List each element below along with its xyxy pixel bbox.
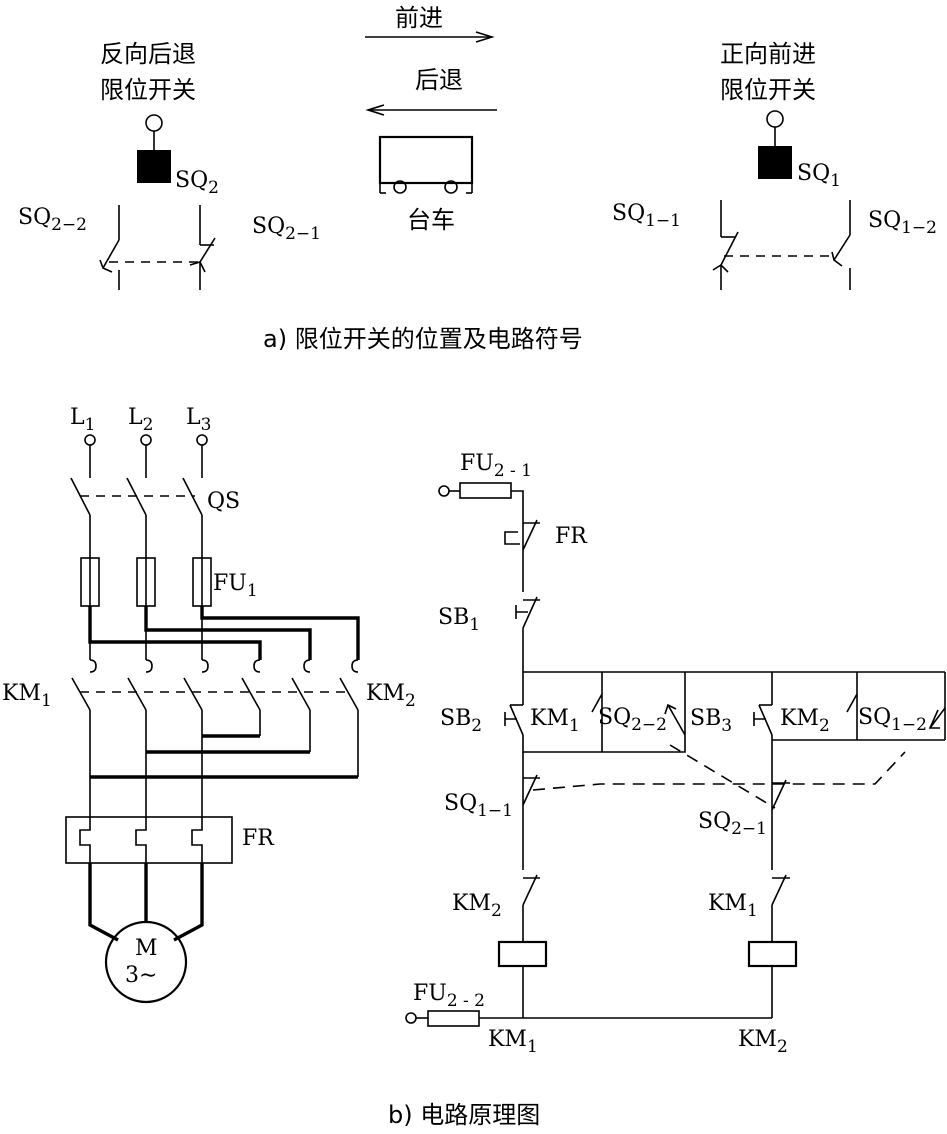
- forward-switch-line1: 正向前进: [720, 40, 816, 68]
- sq1-1-label: SQ1−1: [612, 201, 681, 231]
- km2-coil-label: KM2: [738, 1027, 788, 1057]
- qs-label: QS: [207, 489, 240, 514]
- km1-interlock-label: KM1: [708, 891, 758, 921]
- forward-label: 前进: [395, 4, 443, 32]
- reverse-switch-line2: 限位开关: [100, 76, 196, 104]
- sb1-label: SB1: [438, 605, 480, 635]
- fu1-label: FU1: [213, 571, 258, 601]
- cart-label: 台车: [407, 206, 455, 234]
- backward-label: 后退: [415, 66, 463, 94]
- l1-label: L1: [70, 405, 95, 435]
- l2-label: L2: [128, 405, 153, 435]
- sq2-1-contact-label: SQ2−1: [698, 809, 767, 839]
- cart-icon: [378, 135, 474, 194]
- km2-main-label: KM2: [366, 681, 416, 711]
- sq1-label: SQ1: [797, 161, 841, 191]
- km1-aux-label: KM1: [530, 706, 580, 736]
- control-circuit: FU2 - 1 FR SB1 SB2 KM1 SQ2−2: [405, 451, 946, 1057]
- caption-a: a) 限位开关的位置及电路符号: [263, 325, 583, 353]
- fr-contact-label: FR: [555, 524, 588, 549]
- forward-limit-switch: 正向前进 限位开关 SQ1: [720, 40, 841, 191]
- direction-arrows: 前进 后退: [365, 4, 497, 116]
- sq2-2-contact-label: SQ2−2: [598, 705, 667, 735]
- sb2-label: SB2: [440, 706, 482, 736]
- sq1-contacts-symbol: [712, 200, 851, 290]
- reverse-limit-switch: 反向后退 限位开关 SQ2: [100, 40, 219, 198]
- km2-aux-label: KM2: [780, 706, 830, 736]
- sq1-2-label: SQ1−2: [868, 208, 937, 238]
- motor-spec: 3∼: [125, 963, 157, 988]
- sb3-label: SB3: [690, 706, 732, 736]
- sq2-contacts-symbol: [99, 205, 216, 290]
- motor-icon: [104, 920, 188, 1004]
- km2-coil: [747, 940, 798, 968]
- forward-switch-line2: 限位开关: [720, 76, 816, 104]
- switch-block-icon: [758, 146, 792, 179]
- fr-main-label: FR: [242, 826, 275, 851]
- main-circuit: L1 L2 L3 QS FU1: [2, 405, 416, 1004]
- fu2-2-label: FU2 - 2: [413, 981, 485, 1011]
- sq2-1-label: SQ2−1: [252, 214, 321, 244]
- sq2-2-label: SQ2−2: [18, 205, 87, 235]
- sq2-label: SQ2: [175, 168, 219, 198]
- caption-b: b) 电路原理图: [388, 1101, 540, 1129]
- km1-coil-label: KM1: [488, 1027, 538, 1057]
- km1-main-label: KM1: [2, 681, 52, 711]
- motor-name: M: [135, 936, 158, 961]
- km1-coil: [497, 940, 548, 968]
- km2-interlock-label: KM2: [452, 891, 502, 921]
- reverse-switch-line1: 反向后退: [100, 40, 196, 68]
- l3-label: L3: [186, 405, 211, 435]
- sq1-1-contact-label: SQ1−1: [444, 791, 513, 821]
- fu2-1-label: FU2 - 1: [460, 451, 532, 481]
- sq1-2-contact-label: SQ1−2: [858, 705, 927, 735]
- switch-block-icon: [137, 150, 171, 183]
